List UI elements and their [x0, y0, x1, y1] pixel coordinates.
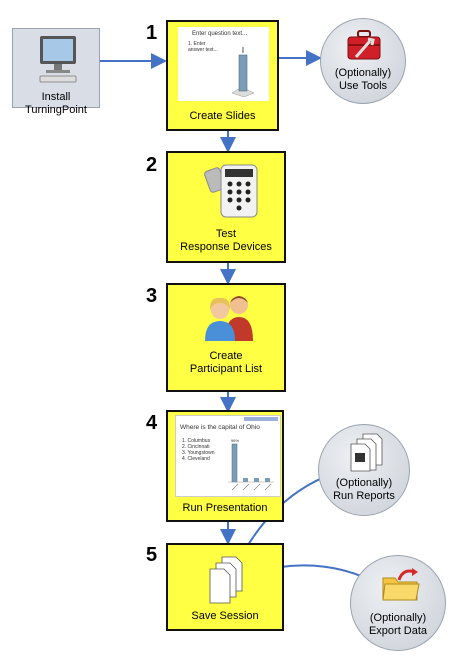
step-4-number: 4: [146, 412, 158, 434]
use-tools-label-line1: (Optionally): [334, 67, 392, 79]
presentation-thumbnail: Where is the capital of Ohio 1. Columbus…: [175, 415, 281, 497]
step-4-label: Run Presentation: [182, 502, 268, 514]
folder-export-icon: [382, 568, 420, 601]
step-5-number: 5: [146, 544, 158, 566]
participants-icon: [205, 296, 253, 341]
optional-use-tools: (Optionally) Use Tools: [320, 18, 406, 104]
step-1-number: 1: [146, 22, 158, 44]
bar-percent-label: 96%: [231, 438, 240, 443]
slide-answer-text: 1. Enter answer text...: [188, 41, 218, 53]
step-2-label-line1: Test: [215, 228, 237, 240]
computer-icon: [39, 36, 77, 83]
optional-export-data: (Optionally) Export Data: [350, 555, 446, 651]
step-3-label-line1: Create: [209, 350, 243, 362]
results-bar-chart: [228, 443, 274, 491]
toolbox-icon: [347, 30, 381, 60]
export-data-label-line1: (Optionally): [369, 612, 427, 624]
slide-thumbnail: Enter question text... 1. Enter answer t…: [178, 27, 269, 101]
reports-icon: [350, 433, 383, 472]
choice-1: 1. Columbus: [182, 438, 211, 444]
step-4-box: Where is the capital of Ohio 1. Columbus…: [166, 410, 284, 522]
run-reports-label-line2: Run Reports: [333, 490, 395, 502]
step-1-label: Create Slides: [189, 110, 256, 122]
run-reports-label-line1: (Optionally): [335, 477, 393, 489]
step-3-number: 3: [146, 285, 158, 307]
install-box: Install TurningPoint: [12, 28, 100, 116]
choice-3: 3. Youngstown: [182, 450, 215, 456]
choice-4: 4. Cleveland: [182, 456, 210, 462]
slide-question-text: Enter question text...: [192, 31, 248, 37]
presentation-question: Where is the capital of Ohio: [180, 424, 260, 431]
step-3-label-line2: Participant List: [189, 363, 263, 375]
optional-run-reports: (Optionally) Run Reports: [318, 424, 410, 516]
step-2-label-line2: Response Devices: [180, 241, 272, 253]
choice-2: 2. Cincinnati: [182, 444, 210, 450]
documents-icon: [209, 556, 243, 604]
step-2-number: 2: [146, 154, 158, 176]
step-1-box: Enter question text... 1. Enter answer t…: [166, 20, 279, 131]
install-label: Install TurningPoint: [25, 91, 87, 116]
use-tools-label-line2: Use Tools: [338, 80, 388, 92]
keypad-icon: [204, 164, 258, 218]
step-5-box: Save Session: [166, 543, 284, 631]
export-data-label-line2: Export Data: [368, 625, 428, 637]
bar-graphic: [231, 47, 255, 97]
step-3-box: Create Participant List: [166, 283, 286, 392]
step-5-label: Save Session: [191, 610, 259, 622]
step-2-box: Test Response Devices: [166, 151, 286, 263]
